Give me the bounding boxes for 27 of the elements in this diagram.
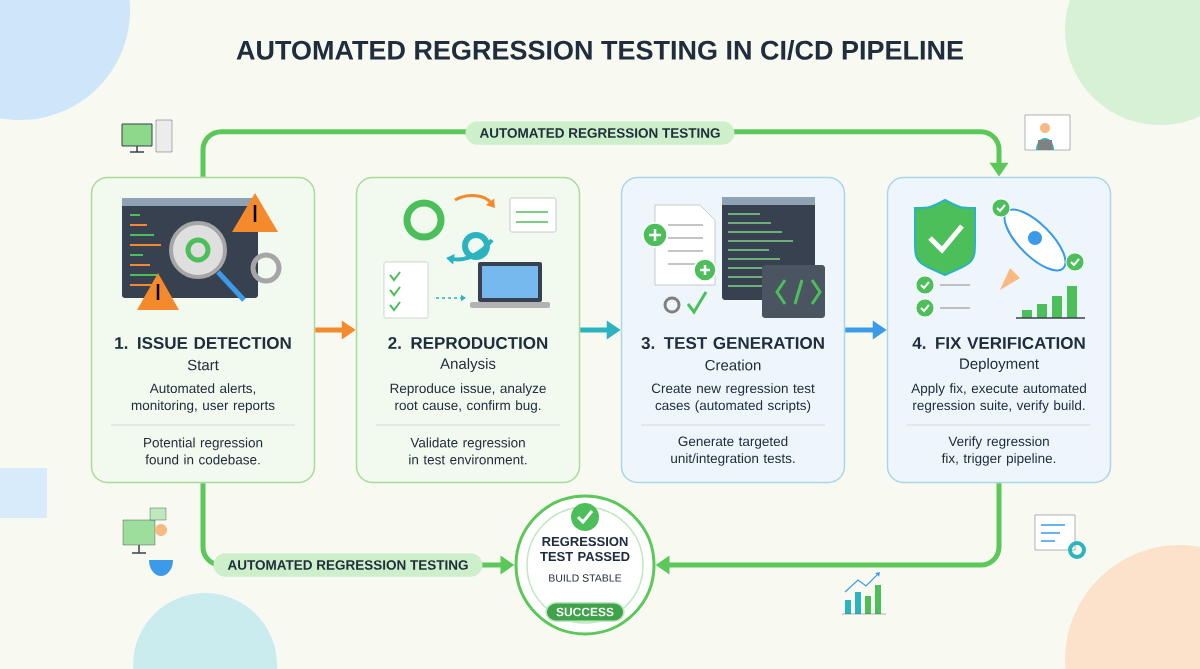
step-note: Potential regression found in codebase. <box>144 437 263 465</box>
step-description: Automated alerts, monitoring, user reports <box>131 383 275 413</box>
step-note: Validate regression in test environment. <box>409 437 527 465</box>
title: AUTOMATED REGRESSION TESTING IN CI/CD PIPELINE <box>236 39 963 61</box>
step-description: Create new regression test cases (automated scripts) <box>651 383 815 413</box>
step-subtitle: Start <box>187 359 219 371</box>
step-note: Verify regression fix, trigger pipeline. <box>941 436 1056 466</box>
step-title: 2. REPRODUCTION <box>388 337 548 349</box>
step-note: Generate targeted unit/integration tests. <box>671 436 795 466</box>
step-subtitle: Creation <box>705 359 761 371</box>
step-title: 3. TEST GENERATION <box>641 336 824 349</box>
step-card <box>886 176 1112 484</box>
badge-subtitle: BUILD STABLE <box>549 574 622 582</box>
step-card <box>90 176 316 484</box>
edge-label: AUTOMATED REGRESSION TESTING <box>213 553 483 577</box>
step-description: Reproduce issue, analyze root cause, confirm bug. <box>390 383 546 413</box>
step-card <box>355 176 581 484</box>
badge-title: REGRESSION TEST PASSED <box>540 536 630 562</box>
step-subtitle: Deployment <box>960 358 1039 372</box>
success-badge <box>514 494 656 636</box>
step-title: 4. FIX VERIFICATION <box>912 337 1085 349</box>
step-card <box>620 176 846 484</box>
step-title: 1. ISSUE DETECTION <box>115 337 291 349</box>
edge-label: AUTOMATED REGRESSION TESTING <box>465 121 735 145</box>
step-description: Apply fix, execute automated regression suite, verify build. <box>911 383 1086 413</box>
step-subtitle: Analysis <box>440 358 496 372</box>
success-pill: SUCCESS <box>545 602 625 622</box>
